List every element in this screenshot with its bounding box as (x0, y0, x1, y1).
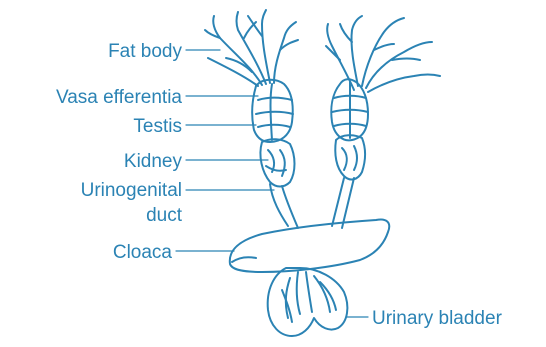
label-urinogenital: Urinogenital (81, 180, 182, 201)
label-urinary-bladder: Urinary bladder (372, 308, 503, 329)
cloaca (230, 220, 389, 273)
testis-right (331, 79, 368, 140)
label-fat-body: Fat body (108, 41, 182, 62)
kidney-left (260, 139, 294, 186)
urinogenital-duct-right (332, 178, 354, 228)
label-vasa-efferentia: Vasa efferentia (56, 87, 182, 108)
kidney-right (335, 135, 365, 179)
fat-body-left (205, 10, 298, 86)
label-duct: duct (146, 205, 183, 226)
urinogenital-duct-left (270, 184, 298, 228)
urinary-bladder (268, 268, 348, 336)
label-testis: Testis (133, 116, 182, 137)
label-cloaca: Cloaca (113, 242, 173, 263)
testis-left (252, 80, 293, 142)
labels: Fat body Vasa efferentia Testis Kidney U… (56, 41, 503, 329)
label-kidney: Kidney (124, 151, 183, 172)
